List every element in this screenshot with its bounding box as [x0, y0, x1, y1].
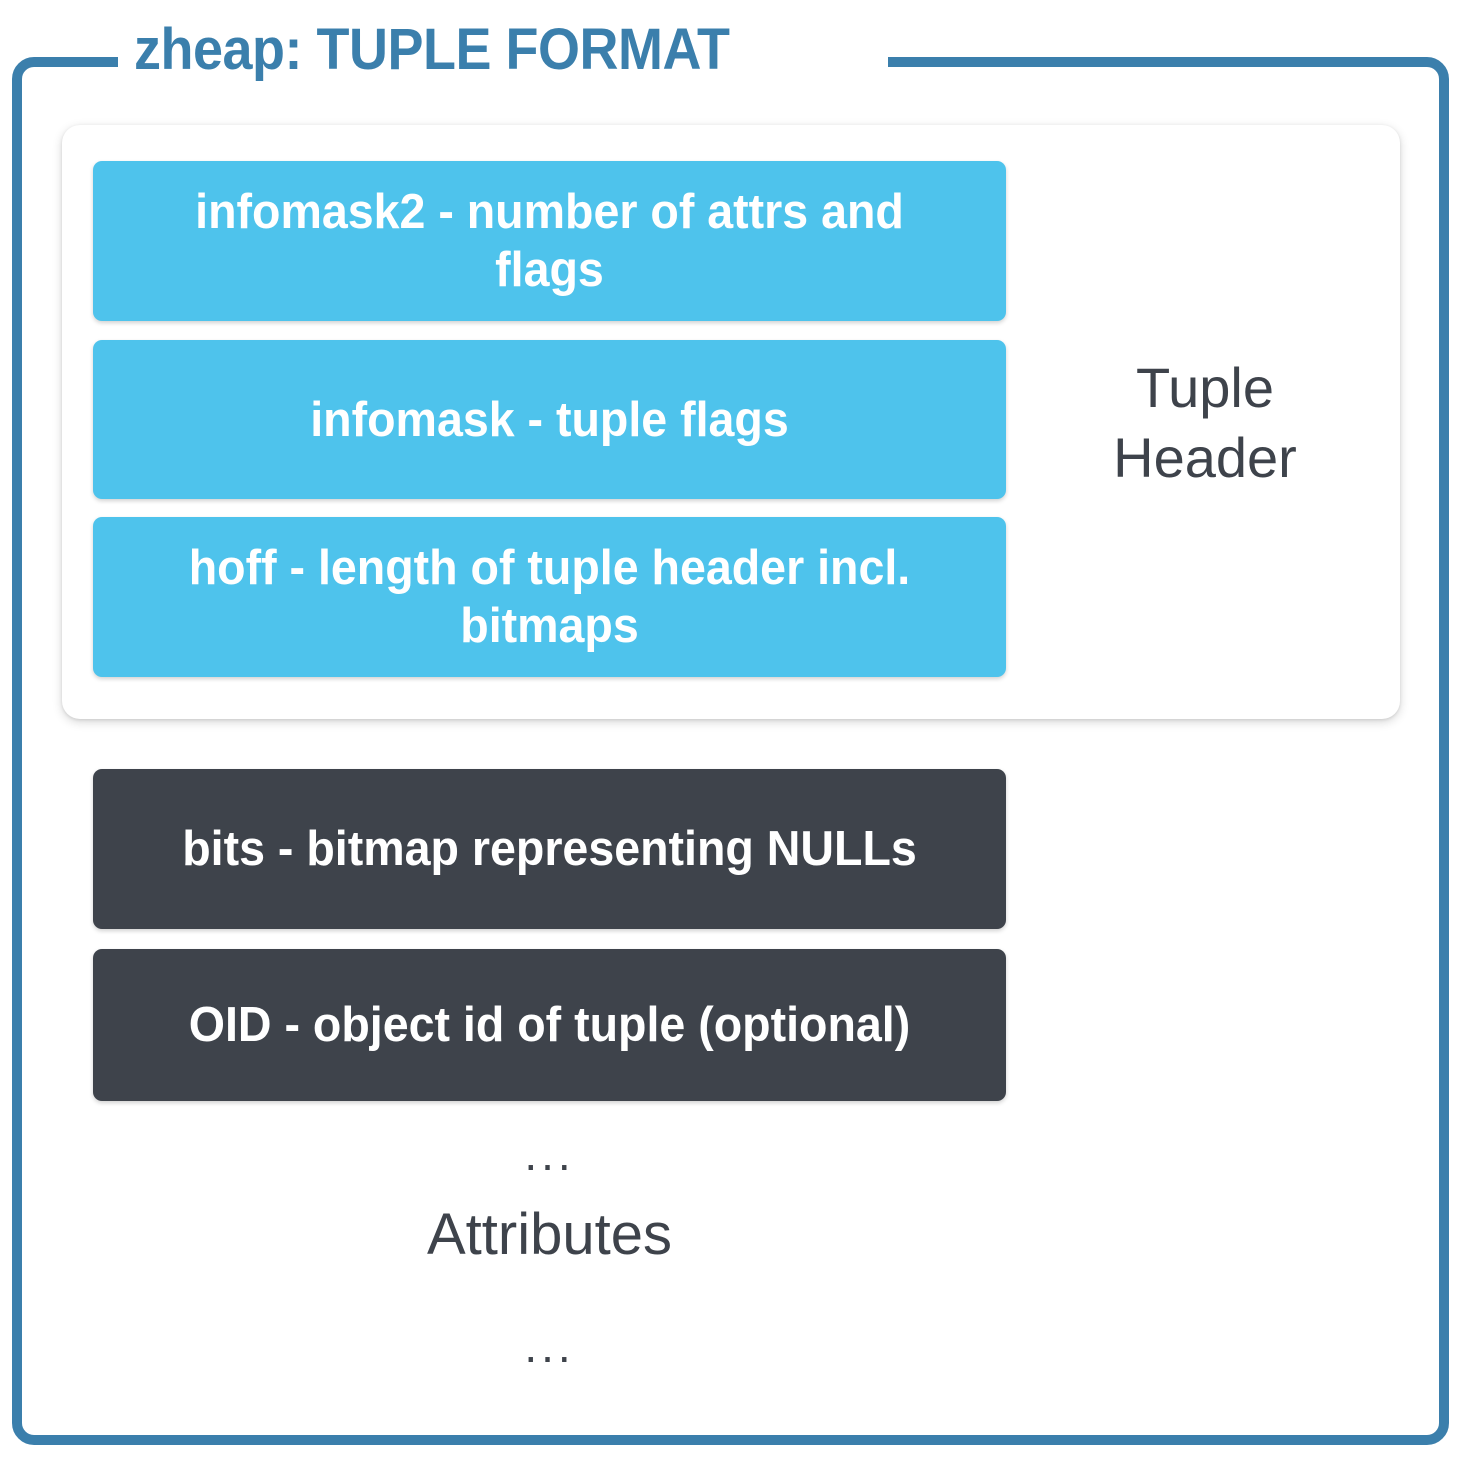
attributes-ellipsis-top: ...	[524, 1128, 575, 1180]
field-box-oid[interactable]: OID - object id of tuple (optional)	[93, 949, 1006, 1101]
attributes-section: ... Attributes ...	[93, 1124, 1006, 1376]
frame-title-notch	[118, 48, 888, 74]
field-label-oid: OID - object id of tuple (optional)	[188, 998, 911, 1052]
field-box-infomask[interactable]: infomask - tuple flags	[93, 340, 1006, 499]
tuple-header-group-label: Tuple Header	[1040, 353, 1370, 493]
field-label-infomask2: infomask2 - number of attrs and flags	[195, 185, 904, 297]
field-label-infomask: infomask - tuple flags	[310, 392, 789, 447]
field-box-infomask2[interactable]: infomask2 - number of attrs and flags	[93, 161, 1006, 321]
tuple-header-group-label-line2: Header	[1113, 426, 1297, 489]
field-box-hoff[interactable]: hoff - length of tuple header incl. bitm…	[93, 517, 1006, 677]
field-box-bits[interactable]: bits - bitmap representing NULLs	[93, 769, 1006, 929]
field-label-hoff: hoff - length of tuple header incl. bitm…	[188, 541, 911, 653]
field-label-bits: bits - bitmap representing NULLs	[182, 822, 917, 876]
attributes-ellipsis-bottom: ...	[524, 1320, 575, 1372]
page-title: zheap: TUPLE FORMAT	[134, 17, 730, 82]
attributes-label: Attributes	[427, 1202, 672, 1267]
tuple-header-group-label-line1: Tuple	[1135, 356, 1274, 419]
